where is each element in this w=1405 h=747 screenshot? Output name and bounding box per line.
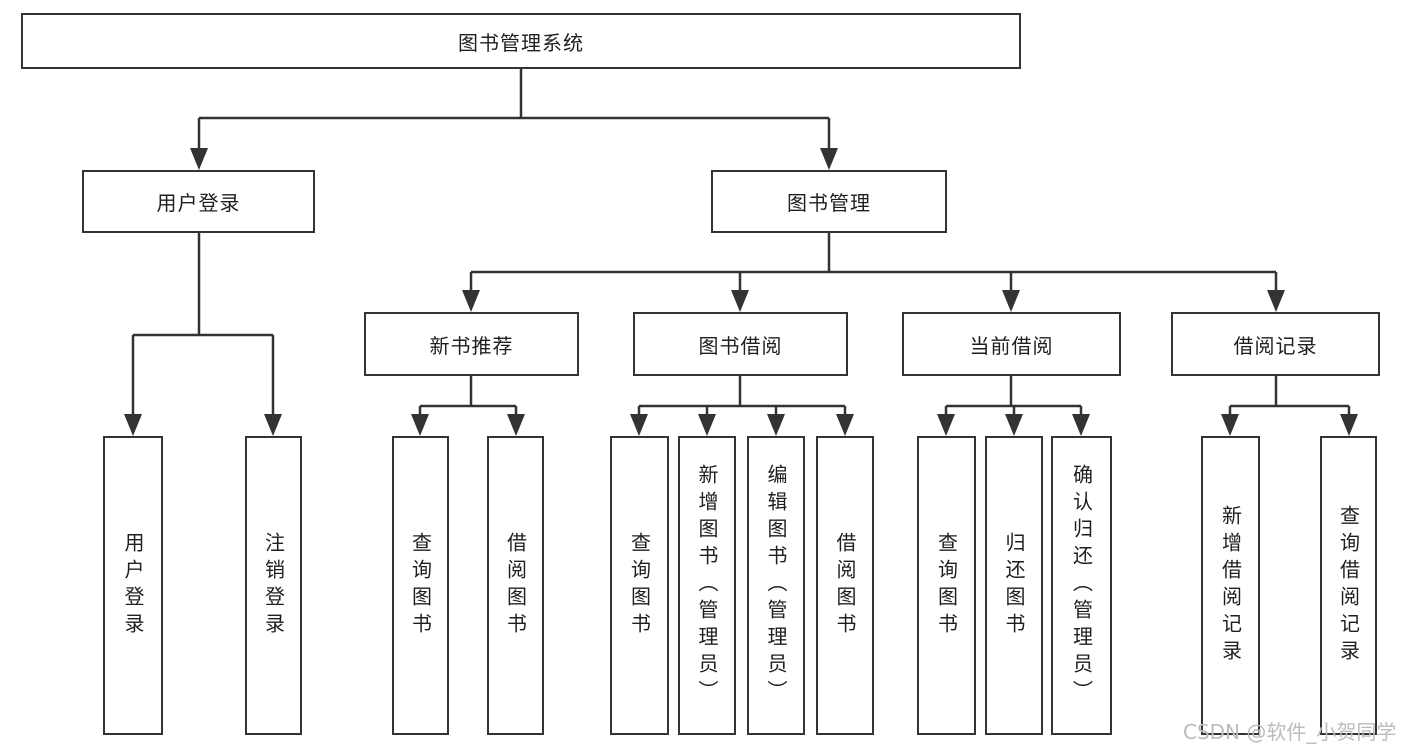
node-current-borrow: 当前借阅 [902,312,1121,376]
node-label: 用户登录 [156,191,241,215]
leaf-confirm-return-admin: 确认归还（管理员） [1051,436,1112,735]
node-label: 借阅图书 [833,531,857,640]
connector-user-login-to-leaves [124,233,282,436]
node-label: 归还图书 [1002,531,1026,640]
leaf-edit-books-admin: 编辑图书（管理员） [747,436,805,735]
node-label: 用户登录 [121,531,145,640]
node-label: 确认归还（管理员） [1069,464,1094,707]
node-label: 查询图书 [934,531,959,640]
node-new-book-recommend: 新书推荐 [364,312,579,376]
node-label: 查询图书 [627,531,652,640]
connector-current-borrow-to-leaves [937,376,1090,436]
node-library-management-system: 图书管理系统 [21,13,1021,69]
node-label: 注销登录 [261,531,286,640]
node-label: 借阅记录 [1233,333,1318,358]
node-label: 新书推荐 [429,333,514,358]
node-book-management: 图书管理 [711,170,947,233]
connector-root-to-level2 [190,69,838,170]
node-label: 图书管理 [787,191,871,215]
leaf-borrow-books: 借阅图书 [816,436,874,735]
leaf-logout: 注销登录 [245,436,302,735]
leaf-add-borrow-record: 新增借阅记录 [1201,436,1260,735]
node-book-borrow: 图书借阅 [633,312,848,376]
connector-book-borrow-to-leaves [630,376,854,436]
node-label: 新增图书（管理员） [695,464,719,707]
leaf-query-borrow-record: 查询借阅记录 [1320,436,1377,735]
connector-new-book-recommend-to-leaves [411,376,525,436]
connector-book-management-to-level3 [462,233,1285,312]
leaf-return-books: 归还图书 [985,436,1043,735]
leaf-borrow-books-recommend: 借阅图书 [487,436,544,735]
leaf-query-books-current: 查询图书 [917,436,976,735]
connector-borrow-records-to-leaves [1221,376,1358,436]
node-label: 新增借阅记录 [1218,504,1243,667]
node-borrow-records: 借阅记录 [1171,312,1380,376]
node-label: 借阅图书 [503,531,528,640]
node-label: 查询图书 [408,531,433,640]
node-label: 查询借阅记录 [1336,504,1361,667]
watermark-csdn: CSDN @软件_小贺同学 [1183,720,1397,744]
leaf-user-login: 用户登录 [103,436,163,735]
node-label: 编辑图书（管理员） [764,464,788,707]
node-user-login: 用户登录 [82,170,315,233]
node-label: 图书管理系统 [458,30,584,55]
node-label: 图书借阅 [698,333,783,358]
leaf-query-books-recommend: 查询图书 [392,436,449,735]
node-label: 当前借阅 [969,333,1054,358]
leaf-query-books-borrow: 查询图书 [610,436,669,735]
leaf-add-books-admin: 新增图书（管理员） [678,436,736,735]
